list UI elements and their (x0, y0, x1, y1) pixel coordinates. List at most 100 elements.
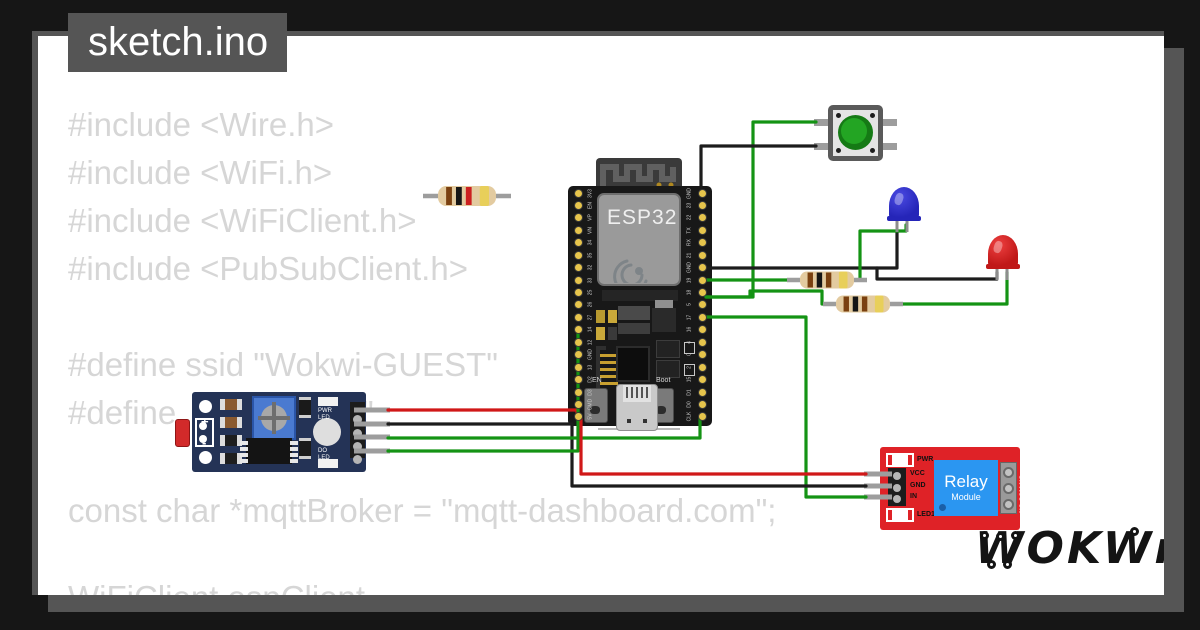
relay-module[interactable]: PWR LED1 Relay Module NO COM NC (880, 447, 1026, 530)
esp32-pin-23[interactable] (697, 200, 707, 210)
esp32-pin-26[interactable] (573, 300, 583, 310)
relay-led1-label: LED1 (917, 511, 935, 518)
relay-pin-label-vcc: VCC (910, 470, 925, 477)
wire-button-to-esp18[interactable] (704, 120, 818, 299)
esp32-pin-19[interactable] (697, 275, 707, 285)
relay-screw-terminal[interactable] (1000, 462, 1017, 514)
comparator-ic (246, 438, 292, 464)
relay-led1 (886, 508, 914, 522)
code-line: #include <PubSubClient.h> (68, 250, 468, 287)
pin-label: 5V (587, 413, 594, 420)
trim-potentiometer[interactable] (252, 396, 296, 440)
esp32-pin-d1[interactable] (697, 387, 707, 397)
smd-cap (608, 327, 617, 340)
code-line: WiFiClient espClient (68, 581, 365, 595)
esp32-pin-vn[interactable] (573, 225, 583, 235)
relay-pin-header (888, 468, 906, 506)
led-red[interactable] (986, 235, 1020, 269)
smd-dots (600, 350, 618, 388)
diagram-canvas[interactable]: #include <Wire.h>#include <WiFi.h>#inclu… (32, 31, 1164, 595)
sensor-module[interactable]: + - PWR LED (175, 392, 366, 472)
esp32-pad-row (602, 290, 678, 301)
button-leg (882, 143, 897, 150)
wire-sensor-vcc[interactable] (386, 408, 579, 417)
esp32-pin-14[interactable] (573, 325, 583, 335)
smd-cap (596, 310, 605, 323)
esp32-pin-32[interactable] (573, 263, 583, 273)
esp32-pin-35[interactable] (573, 250, 583, 260)
esp32-pin-17[interactable] (697, 312, 707, 322)
led-blue[interactable] (887, 187, 921, 221)
esp32-pin-33[interactable] (573, 275, 583, 285)
esp32-pin-d2[interactable] (573, 375, 583, 385)
voltage-regulator (652, 308, 676, 332)
sensor-indicator-led (313, 418, 341, 446)
mounting-hole (199, 451, 212, 464)
wire-gnd-to-red-led[interactable] (875, 266, 999, 281)
esp32-label: ESP32 (607, 206, 678, 229)
espressif-logo-icon (613, 259, 648, 283)
esp32-pin-en[interactable] (573, 200, 583, 210)
esp32-pin-16[interactable] (697, 325, 707, 335)
file-tab-sketch-ino[interactable]: sketch.ino (68, 13, 287, 72)
logo-i-dot (1130, 527, 1139, 536)
esp32-pin-tx[interactable] (697, 225, 707, 235)
esp32-pin-5[interactable] (697, 300, 707, 310)
wire-gnd-to-blue-led[interactable] (704, 229, 899, 270)
esp32-pin-rx[interactable] (697, 238, 707, 248)
esp32-pin-cmd[interactable] (573, 399, 583, 409)
green-pushbutton[interactable] (828, 105, 883, 161)
esp32-pin-12[interactable] (573, 337, 583, 347)
code-line: #include <WiFiClient.h> (68, 202, 417, 239)
esp32-pin-34[interactable] (573, 238, 583, 248)
wire-esp17-to-relay-in[interactable] (704, 315, 868, 499)
esp32-pin-gnd[interactable] (697, 263, 707, 273)
wire-r1-to-blue-led[interactable] (858, 223, 908, 282)
logo-node (987, 560, 996, 569)
esp32-pin-25[interactable] (573, 288, 583, 298)
esp32-pin-18[interactable] (697, 288, 707, 298)
esp32-pin-13[interactable] (573, 362, 583, 372)
silk-box (684, 364, 695, 376)
esp32-shield: ESP32 (597, 193, 681, 286)
esp32-pin-4[interactable] (697, 337, 707, 347)
relay-pin-label-gnd: GND (910, 482, 926, 489)
wire-sensor-gnd-relay[interactable] (386, 422, 868, 488)
regulator-tab (655, 300, 673, 309)
wire-esp5-to-r2[interactable] (704, 289, 838, 306)
en-button-label: EN (592, 377, 602, 384)
esp32-pin-2[interactable] (697, 362, 707, 372)
esp32-pin-15[interactable] (697, 375, 707, 385)
relay-subtitle: Module (951, 492, 981, 502)
boot-button-label: Boot (656, 377, 671, 384)
file-tab-label: sketch.ino (88, 20, 269, 64)
sensor-pin-header (350, 402, 365, 464)
wire-button-to-gnd[interactable] (699, 144, 818, 195)
code-line: #include <WiFi.h> (68, 154, 333, 191)
pwr-led-label: PWR LED (318, 408, 332, 421)
esp32-pin-27[interactable] (573, 312, 583, 322)
resistor-blue-led[interactable] (800, 271, 854, 289)
esp32-pin-vp[interactable] (573, 213, 583, 223)
relay-pin-label-in: IN (910, 493, 917, 500)
esp32-pin-0[interactable] (697, 350, 707, 360)
wire-r2-to-red-led[interactable] (888, 270, 1009, 306)
esp32-pin-22[interactable] (697, 213, 707, 223)
smd-part (299, 397, 311, 418)
esp32-pin-5v[interactable] (573, 412, 583, 422)
esp32-soc-chip (616, 346, 650, 382)
esp32-pin-d0[interactable] (697, 399, 707, 409)
esp32-pin-d3[interactable] (573, 387, 583, 397)
esp32-pin-clk[interactable] (697, 412, 707, 422)
silk-box (684, 342, 695, 354)
esp32-antenna (596, 158, 682, 191)
flash-chip (618, 323, 650, 334)
esp32-pin-gnd[interactable] (697, 188, 707, 198)
resistor-red-led[interactable] (836, 295, 890, 313)
esp32-pin-21[interactable] (697, 250, 707, 260)
esp32-pin-3v3[interactable] (573, 188, 583, 198)
resistor-1k-spare[interactable] (438, 186, 496, 206)
esp32-pin-gnd[interactable] (573, 350, 583, 360)
relay-pwr-led (886, 453, 914, 467)
